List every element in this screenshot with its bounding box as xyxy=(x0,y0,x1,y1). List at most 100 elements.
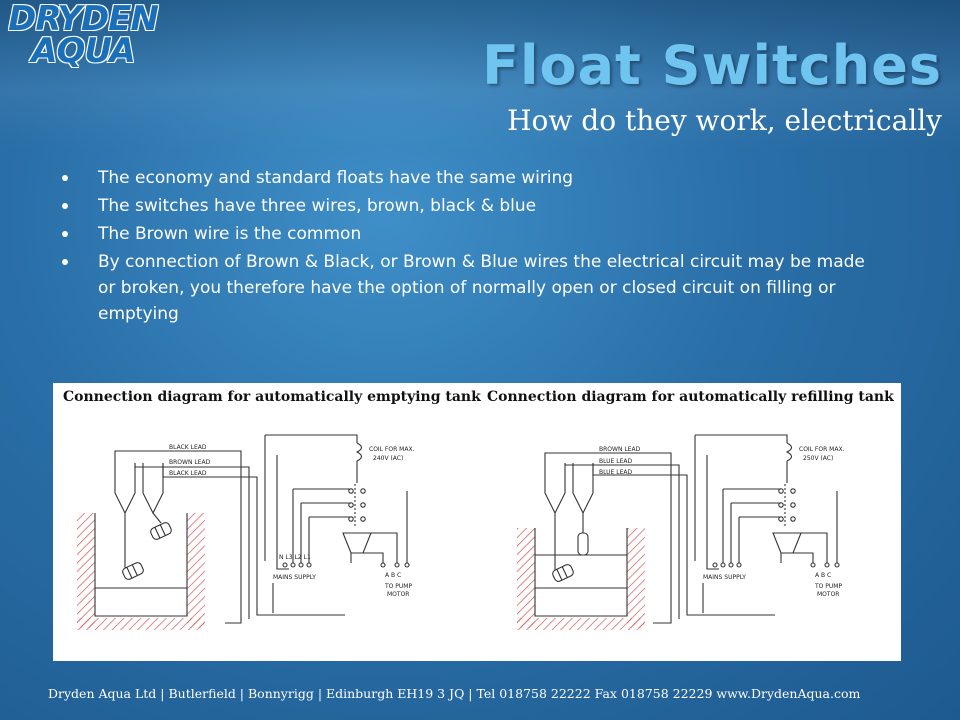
dryden-aqua-logo: DRYDEN AQUA xyxy=(8,0,159,71)
contact xyxy=(790,516,796,522)
tank-wall-left xyxy=(517,528,535,628)
coil-label: COIL FOR MAX. xyxy=(369,446,415,453)
float-mount-right xyxy=(142,463,164,515)
coil-symbol xyxy=(785,442,793,462)
float-switch-upper xyxy=(150,522,172,540)
terminal xyxy=(712,562,718,568)
terminal xyxy=(380,562,386,568)
emptying-diagram-caption: Connection diagram for automatically emp… xyxy=(63,389,481,405)
bullet-dot-icon xyxy=(62,259,68,265)
lead-wire-3 xyxy=(592,463,775,616)
motor-feed-2 xyxy=(363,552,384,563)
footer-contact: Dryden Aqua Ltd | Butlerfield | Bonnyrig… xyxy=(48,686,861,701)
contactor-body xyxy=(772,532,802,554)
coil-wire-top xyxy=(265,434,358,443)
float-mount-right xyxy=(572,463,594,515)
bullet-text: The switches have three wires, brown, bl… xyxy=(98,196,537,216)
lead-label: BLUE LEAD xyxy=(599,458,632,465)
terminal xyxy=(728,562,734,568)
tank-outline xyxy=(94,513,188,617)
mains-label: MAINS SUPPLY xyxy=(703,574,746,581)
motor-terminal-label: A B C xyxy=(385,572,401,579)
bullet-dot-icon xyxy=(62,203,68,209)
motor-terminal-label: A B C xyxy=(815,572,831,579)
terminal xyxy=(404,562,410,568)
motor-feed-3 xyxy=(801,532,828,563)
motor-label: MOTOR xyxy=(817,591,839,598)
bullet-item: By connection of Brown & Black, or Brown… xyxy=(62,249,882,327)
logo-line-2: AQUA xyxy=(31,31,136,71)
bullet-text: By connection of Brown & Black, or Brown… xyxy=(98,252,865,324)
lead-wire-3 xyxy=(162,463,345,616)
wiring-diagrams-svg: BLACK LEAD BROWN LEAD BLACK LEAD COIL FO… xyxy=(77,434,845,630)
bullet-item: The switches have three wires, brown, bl… xyxy=(62,193,882,219)
contact xyxy=(360,488,366,494)
bullet-item: The Brown wire is the common xyxy=(62,221,882,247)
motor-feed-3 xyxy=(371,532,398,563)
float-switch-lower xyxy=(552,564,574,582)
lead-label: BLUE LEAD xyxy=(599,469,632,476)
terminal xyxy=(810,562,816,568)
contact xyxy=(790,502,796,508)
terminal xyxy=(736,562,742,568)
motor-feed-2 xyxy=(793,552,814,563)
mains-wire-b xyxy=(706,455,719,570)
terminal xyxy=(282,562,288,568)
mains-label: MAINS SUPPLY xyxy=(273,574,316,581)
tank-wall-left xyxy=(77,513,95,628)
emptying-labels: BLACK LEAD BROWN LEAD BLACK LEAD COIL FO… xyxy=(169,444,415,598)
coil-symbol xyxy=(355,442,363,462)
float-cable-right xyxy=(152,512,162,524)
coil-label: 240V (AC) xyxy=(373,455,403,462)
mains-terminal-label: N L3 L2 L1 xyxy=(279,554,311,561)
motor-label: TO PUMP xyxy=(384,583,412,590)
refilling-diagram-caption: Connection diagram for automatically ref… xyxy=(487,389,894,405)
contact xyxy=(360,502,366,508)
tank-outline xyxy=(534,528,628,617)
lead-wire-1 xyxy=(544,452,672,624)
terminal xyxy=(306,562,312,568)
lead-wire-2 xyxy=(134,463,250,619)
terminal xyxy=(824,562,830,568)
wiring-diagram-panel: Connection diagram for automatically emp… xyxy=(53,383,901,661)
float-switch-upper xyxy=(577,532,589,556)
float-mount-left xyxy=(114,463,136,515)
refilling-diagram xyxy=(517,434,840,630)
logo-line-1: DRYDEN xyxy=(8,0,159,39)
terminal xyxy=(720,562,726,568)
tank-floor xyxy=(517,618,645,630)
terminal xyxy=(298,562,304,568)
float-switch-lower xyxy=(122,562,144,580)
bullet-dot-icon xyxy=(62,231,68,237)
coil-label: COIL FOR MAX. xyxy=(799,446,845,453)
slide-subtitle: How do they work, electrically xyxy=(507,104,942,137)
contactor-body xyxy=(342,532,372,554)
lead-label: BLACK LEAD xyxy=(169,444,207,451)
contact xyxy=(360,516,366,522)
coil-wire-top xyxy=(695,434,788,443)
terminal xyxy=(290,562,296,568)
lead-label: BLACK LEAD xyxy=(169,470,207,477)
coil-label: 250V (AC) xyxy=(803,455,833,462)
bullet-text: The economy and standard floats have the… xyxy=(98,168,574,188)
motor-label: TO PUMP xyxy=(814,583,842,590)
refilling-labels: BROWN LEAD BLUE LEAD BLUE LEAD COIL FOR … xyxy=(599,446,845,598)
lead-wire-1 xyxy=(114,450,242,624)
tank-floor xyxy=(77,618,205,630)
bullet-item: The economy and standard floats have the… xyxy=(62,165,882,191)
motor-label: MOTOR xyxy=(387,591,409,598)
contact xyxy=(790,488,796,494)
emptying-diagram xyxy=(77,434,410,630)
slide-title: Float Switches xyxy=(482,34,942,97)
terminal xyxy=(394,562,400,568)
bullet-dot-icon xyxy=(62,175,68,181)
tank-wall-right xyxy=(627,528,645,628)
bullet-text: The Brown wire is the common xyxy=(98,224,362,244)
float-mount-left xyxy=(544,463,566,515)
tank-wall-right xyxy=(187,513,205,628)
lead-wire-2 xyxy=(564,463,680,619)
lead-label: BROWN LEAD xyxy=(169,459,211,466)
bullet-list: The economy and standard floats have the… xyxy=(62,165,882,329)
terminal xyxy=(834,562,840,568)
header-sheen xyxy=(0,0,960,150)
